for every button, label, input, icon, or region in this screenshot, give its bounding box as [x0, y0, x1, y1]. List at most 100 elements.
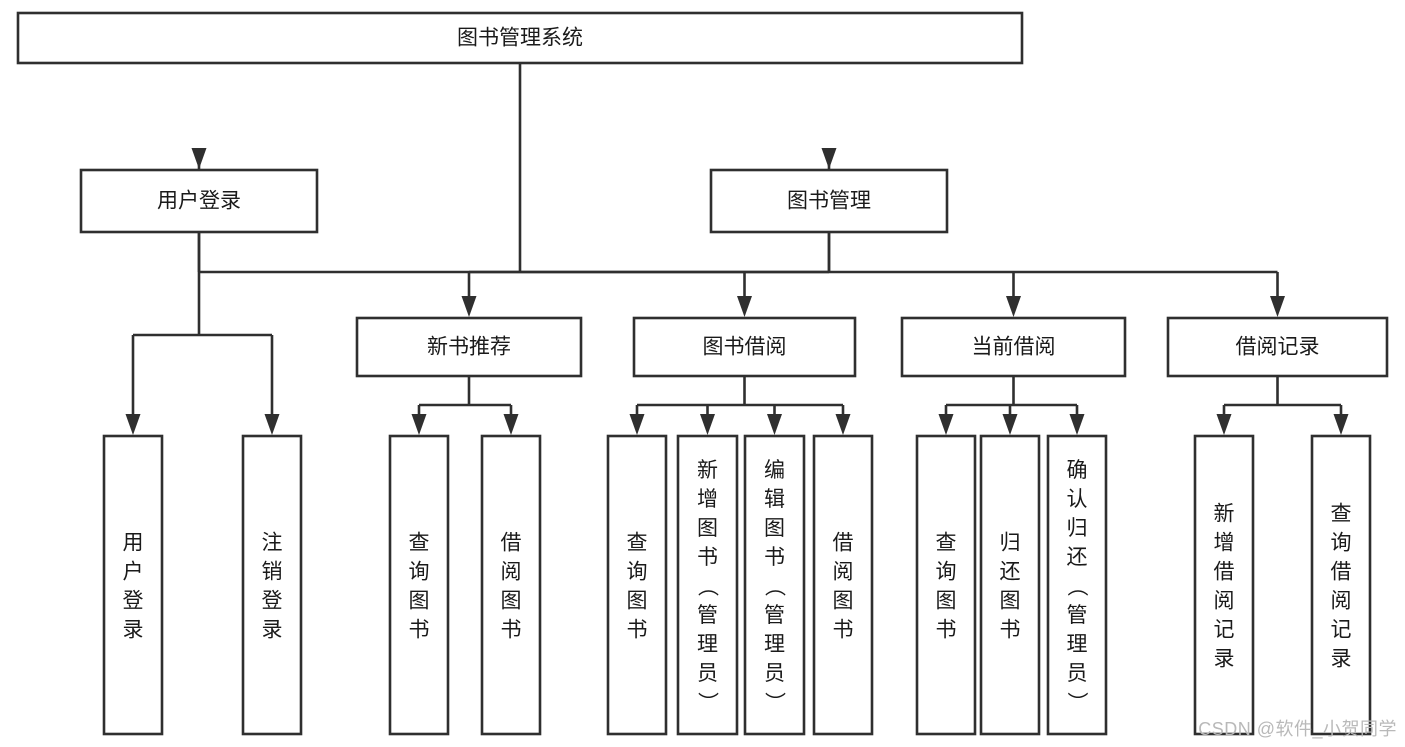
arrow-head-icon: [1006, 296, 1021, 317]
node-label-char: 询: [627, 561, 648, 584]
node-box[interactable]: [1193, 434, 1255, 736]
node-label: 新书推荐: [427, 336, 511, 359]
node-label-char: 书: [764, 546, 785, 569]
node-label-char: 员: [764, 662, 785, 685]
node-box[interactable]: [1310, 434, 1372, 736]
node-user-login[interactable]: 用户登录: [79, 168, 319, 234]
node-label-char: 查: [409, 532, 430, 555]
node-label-char: 图: [936, 590, 957, 613]
arrow-head-icon: [938, 414, 954, 435]
node-label: 图书管理: [787, 190, 871, 213]
node-current-borrow[interactable]: 当前借阅: [900, 316, 1127, 378]
connector-group: [938, 376, 1085, 435]
node-leaf-user-login[interactable]: 用户登录: [102, 434, 164, 736]
arrow-head-icon: [1069, 414, 1085, 435]
node-label-char: 增: [1214, 532, 1235, 555]
node-label-char: 询: [936, 561, 957, 584]
arrow-head-icon: [835, 414, 851, 435]
node-label-char: 借: [833, 532, 854, 555]
arrow-head-icon: [1333, 414, 1349, 435]
node-box[interactable]: [355, 316, 583, 378]
node-label-char: 员: [697, 662, 718, 685]
node-label-char: 还: [1000, 561, 1021, 584]
node-label: 当前借阅: [972, 336, 1056, 359]
node-box[interactable]: [900, 316, 1127, 378]
node-label-char: 管: [697, 604, 718, 627]
node-label-char: ）: [763, 692, 786, 713]
node-label-char: （: [696, 576, 719, 597]
node-label: 图书管理系统: [457, 27, 583, 50]
node-label-char: 归: [1000, 532, 1021, 555]
node-box[interactable]: [79, 168, 319, 234]
node-box[interactable]: [480, 434, 542, 736]
node-label-char: 查: [936, 532, 957, 555]
node-label: 用户登录: [157, 190, 241, 213]
node-label-char: 图: [501, 590, 522, 613]
node-box[interactable]: [102, 434, 164, 736]
node-borrow-record[interactable]: 借阅记录: [1166, 316, 1389, 378]
node-label-char: 登: [262, 590, 283, 613]
node-box[interactable]: [632, 316, 857, 378]
connector-layer: [125, 63, 1349, 435]
node-label-char: 认: [1067, 488, 1088, 511]
node-label-char: ）: [696, 692, 719, 713]
node-label-char: 注: [262, 532, 283, 555]
node-label-char: 书: [409, 619, 430, 642]
node-label-char: 图: [409, 590, 430, 613]
node-box[interactable]: [388, 434, 450, 736]
node-label-char: 询: [1331, 532, 1352, 555]
node-label-char: 记: [1331, 619, 1352, 642]
node-box[interactable]: [812, 434, 874, 736]
arrow-head-icon: [411, 414, 427, 435]
node-label-char: 借: [501, 532, 522, 555]
node-label-char: 询: [409, 561, 430, 584]
node-label-char: 阅: [833, 561, 854, 584]
node-box[interactable]: [16, 11, 1024, 65]
node-root[interactable]: 图书管理系统: [16, 11, 1024, 65]
node-label-char: 录: [1331, 648, 1352, 671]
node-box[interactable]: [241, 434, 303, 736]
node-label-char: 阅: [501, 561, 522, 584]
arrow-head-icon: [1270, 296, 1285, 317]
node-label-char: 理: [697, 633, 718, 656]
node-label-char: 图: [1000, 590, 1021, 613]
node-box[interactable]: [606, 434, 668, 736]
connector-group: [1216, 376, 1349, 435]
node-label-char: 图: [833, 590, 854, 613]
connector-group: [629, 376, 851, 435]
node-label-char: （: [763, 576, 786, 597]
node-box[interactable]: [1046, 434, 1108, 736]
arrow-head-icon: [737, 296, 752, 317]
node-book-manage[interactable]: 图书管理: [709, 168, 949, 234]
node-label-char: 书: [501, 619, 522, 642]
node-box[interactable]: [743, 434, 806, 736]
node-book-borrow[interactable]: 图书借阅: [632, 316, 857, 378]
arrow-head-icon: [191, 148, 207, 169]
node-label-char: 还: [1067, 546, 1088, 569]
node-label-char: 书: [833, 619, 854, 642]
node-label-char: 户: [123, 561, 144, 584]
arrow-head-icon: [503, 414, 519, 435]
arrow-head-icon: [264, 414, 280, 435]
node-box[interactable]: [979, 434, 1041, 736]
node-label-char: 书: [1000, 619, 1021, 642]
node-box[interactable]: [709, 168, 949, 234]
node-box[interactable]: [1166, 316, 1389, 378]
node-box[interactable]: [915, 434, 977, 736]
node-label-char: 查: [627, 532, 648, 555]
node-new-book-rec[interactable]: 新书推荐: [355, 316, 583, 378]
node-box[interactable]: [676, 434, 739, 736]
node-label: 图书借阅: [703, 336, 787, 359]
